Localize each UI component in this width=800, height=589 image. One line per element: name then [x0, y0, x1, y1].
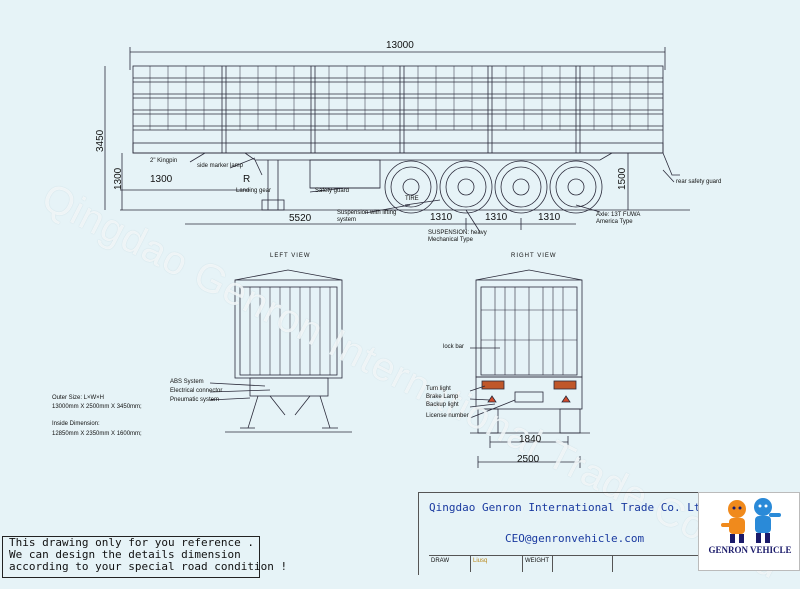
pneumatic-label: Pneumatic system — [170, 397, 220, 403]
title-block-row: DRAW Liusq WEIGHT — [429, 555, 699, 574]
side-bars — [149, 66, 649, 130]
tire-label: TIRE — [405, 196, 419, 202]
landing-gear-label: Landing gear — [236, 188, 272, 194]
r-label: R — [243, 174, 251, 185]
kingpin-label: 2" Kingpin — [150, 158, 178, 164]
outer-width-dim: 2500 — [517, 454, 540, 465]
logo-text: GENRON VEHICLE — [708, 545, 792, 555]
right-view-title: RIGHT VIEW — [511, 253, 557, 259]
note-line-3: according to your special road condition… — [9, 560, 288, 573]
right-view-trailer — [469, 269, 590, 468]
outer-size-label: Outer Size: L×W×H — [52, 395, 105, 401]
weight-value — [553, 556, 613, 572]
rear-height-dim: 1500 — [617, 167, 628, 190]
suspension-heavy-label: SUSPENSION: heavy Mechanical Type — [428, 230, 487, 243]
inside-dimension-label: Inside Dimension: — [52, 421, 100, 427]
lock-bar-label: lock bar — [443, 344, 465, 350]
inside-dimension-value: 12850mm X 2350mm X 1600mm; — [52, 431, 142, 437]
note-line-2: We can design the details dimension — [9, 548, 241, 561]
side-wheels — [384, 160, 603, 214]
abs-label: ABS System — [170, 379, 204, 385]
company-email: CEO@genronvehicle.com — [505, 532, 645, 545]
left-view-title: LEFT VIEW — [270, 253, 311, 259]
mascot-icon — [721, 498, 781, 543]
overall-length-dim: 13000 — [386, 40, 414, 51]
brake-lamp-label: Brake Lamp — [426, 394, 459, 400]
axle-spacing-1-dim: 1310 — [430, 212, 453, 223]
axle-start-dim: 5520 — [289, 213, 312, 224]
suspension-lift-label: Suspension with lifting system — [337, 210, 397, 223]
axle-spacing-3-dim: 1310 — [538, 212, 561, 223]
draw-value: Liusq — [471, 556, 523, 572]
deck-height-dim: 1300 — [113, 167, 124, 190]
draw-label: DRAW — [429, 556, 471, 572]
weight-label: WEIGHT — [523, 556, 553, 572]
side-view-trailer — [104, 47, 690, 233]
axle-spacing-2-dim: 1310 — [485, 212, 508, 223]
side-marker-label: side marker lamp — [197, 163, 244, 169]
disclaimer-note-box: This drawing only for you reference . We… — [2, 536, 288, 578]
overall-height-dim: 3450 — [95, 129, 106, 152]
turn-light-label: Turn light — [426, 386, 451, 392]
outer-size-value: 13000mm X 2500mm X 3450mm; — [52, 404, 142, 410]
rear-guard-label: rear safety guard — [676, 179, 722, 185]
company-name: Qingdao Genron International Trade Co. L… — [429, 501, 708, 514]
electrical-label: Electrical connector — [170, 388, 223, 394]
title-block: Qingdao Genron International Trade Co. L… — [418, 492, 707, 575]
safety-guard-label: Safety guard — [315, 188, 350, 194]
note-line-1: This drawing only for you reference . — [9, 536, 255, 549]
kingpin-offset-dim: 1300 — [150, 174, 173, 185]
company-logo: GENRON VEHICLE — [698, 492, 800, 571]
side-stake-posts — [221, 66, 581, 153]
axle-label: Axle: 13T FUWA America Type — [596, 212, 641, 225]
side-rails — [133, 77, 663, 131]
license-number-label: License number — [426, 413, 469, 419]
technical-drawing — [104, 47, 690, 468]
left-view-trailer — [209, 269, 352, 433]
inner-width-dim: 1840 — [519, 434, 542, 445]
backup-light-label: Backup light — [426, 402, 459, 408]
